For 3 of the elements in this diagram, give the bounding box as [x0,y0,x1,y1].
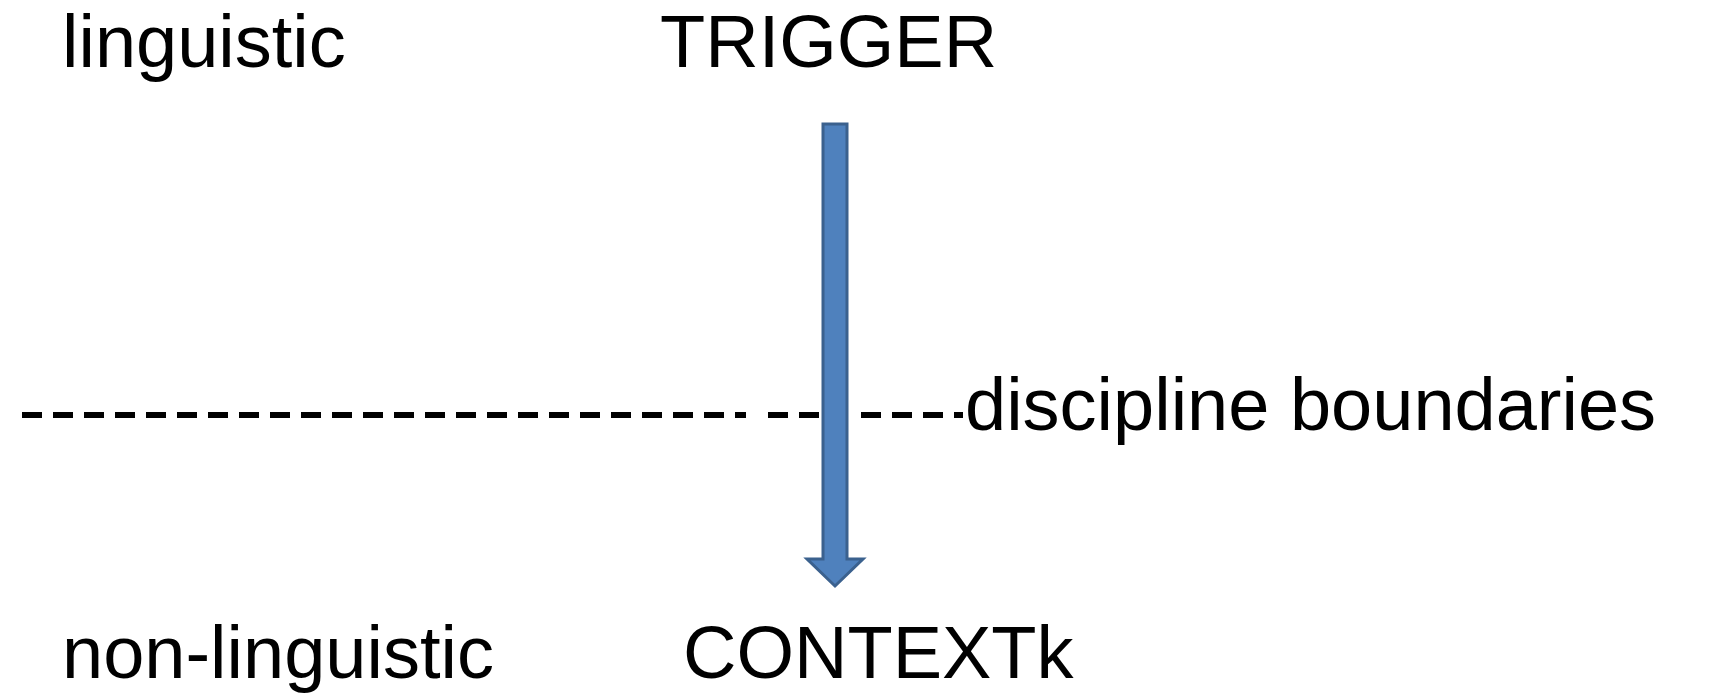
node-label: CONTEXTk [683,616,1074,690]
block-arrow [803,122,867,589]
node-label: TRIGGER [660,5,998,79]
